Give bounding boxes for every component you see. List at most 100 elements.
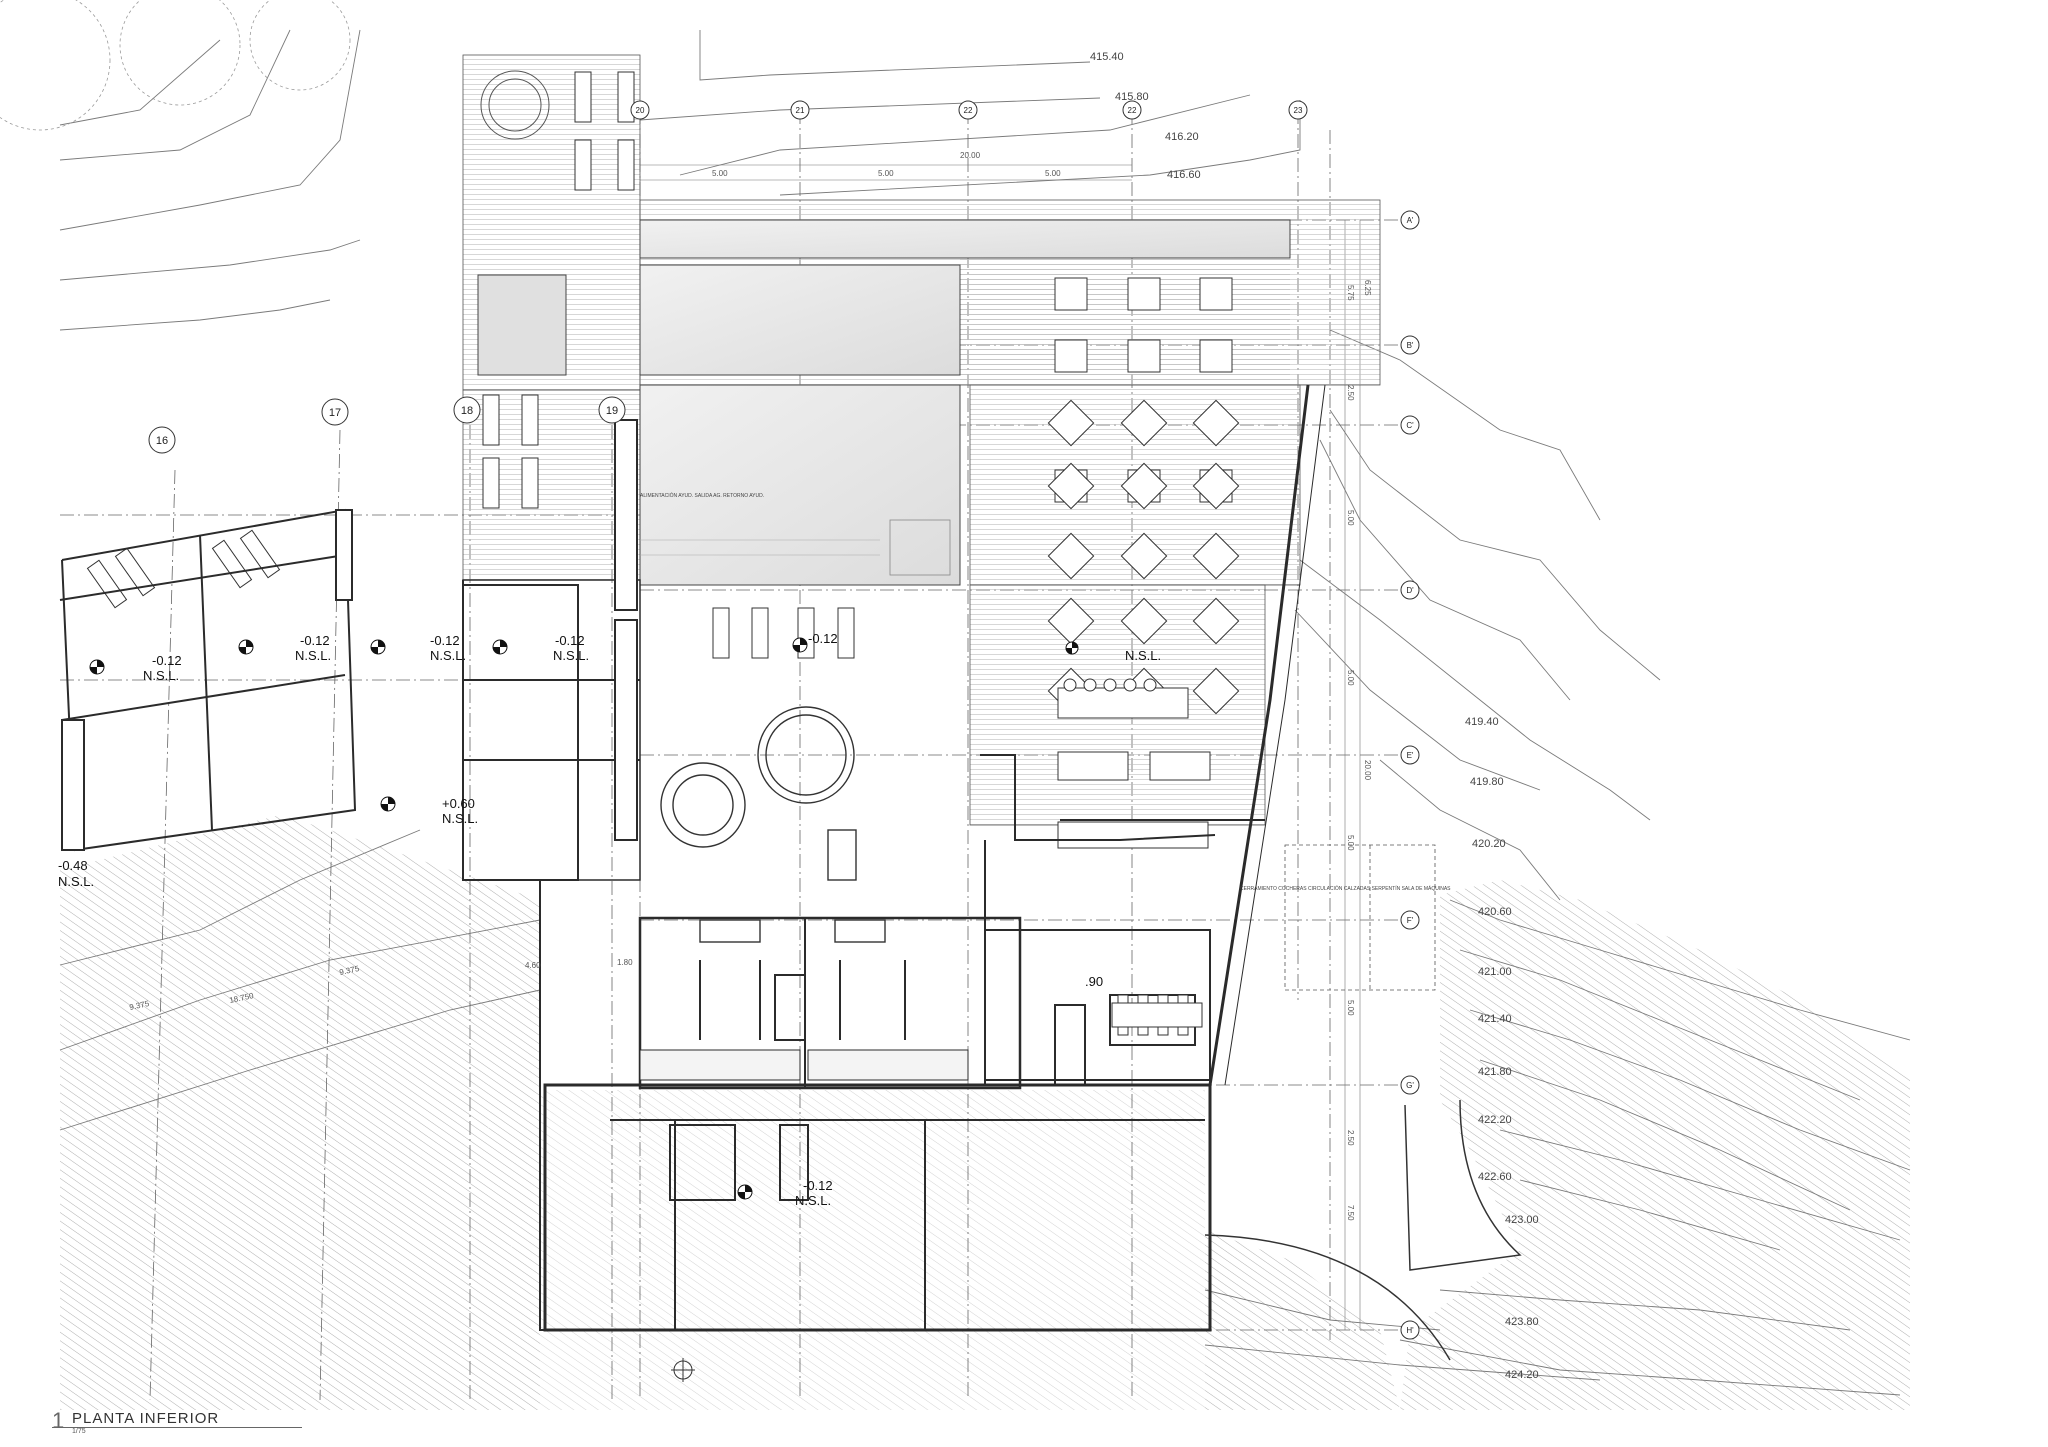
- svg-text:5.75: 5.75: [1346, 285, 1355, 301]
- contour-label: 423.80: [1505, 1316, 1539, 1328]
- grid-bubble: 22: [1122, 100, 1142, 120]
- contour-label: 420.60: [1478, 906, 1512, 918]
- svg-text:20.00: 20.00: [960, 151, 981, 160]
- contour-label: 422.60: [1478, 1171, 1512, 1183]
- svg-text:-0.12: -0.12: [808, 631, 838, 646]
- contour-label: 421.00: [1478, 966, 1512, 978]
- svg-text:17: 17: [329, 407, 341, 419]
- grid-bubble: H': [1400, 1320, 1420, 1340]
- svg-text:19: 19: [606, 405, 618, 417]
- level-marker: -0.12N.S.L.: [238, 633, 331, 663]
- contour-label: 424.20: [1505, 1369, 1539, 1381]
- svg-text:B': B': [1407, 341, 1414, 350]
- contour-label: 419.80: [1470, 776, 1504, 788]
- grid-bubble: 22: [958, 100, 978, 120]
- contour-label: 422.20: [1478, 1114, 1512, 1126]
- north-arrow-icon: [671, 1358, 695, 1382]
- contour-labels: 415.40 415.80 416.20 416.60 419.40 419.8…: [1090, 51, 1539, 1381]
- grid-bubble: 17: [321, 398, 349, 426]
- svg-text:-0.12: -0.12: [555, 633, 585, 648]
- level-marker: -0.12: [792, 631, 838, 653]
- contour-label: 416.20: [1165, 131, 1199, 143]
- svg-text:5.00: 5.00: [1346, 835, 1355, 851]
- tree-outlines: [0, 0, 351, 131]
- level-marker: -0.12N.S.L.: [737, 1178, 833, 1208]
- svg-text:N.S.L.: N.S.L.: [795, 1193, 831, 1208]
- svg-text:E': E': [1407, 751, 1414, 760]
- dimension-texts: 5.00 5.00 5.00 20.00 5.75 6.25 2.50 5.00…: [129, 151, 1372, 1221]
- svg-text:N.S.L.: N.S.L.: [442, 811, 478, 826]
- level-marker: -0.12N.S.L.: [492, 633, 589, 663]
- grid-bubbles-columns: 16 17 18 19 20 21 22 22 23: [148, 100, 1308, 454]
- svg-text:5.00: 5.00: [712, 169, 728, 178]
- svg-text:9.375: 9.375: [339, 964, 361, 977]
- svg-text:1.80: 1.80: [617, 958, 633, 967]
- parking-area: [1284, 844, 1436, 991]
- building-walls: [59, 384, 1326, 1332]
- svg-text:16: 16: [156, 435, 168, 447]
- swimming-pool: [477, 219, 1291, 586]
- svg-text:H': H': [1406, 1326, 1414, 1335]
- svg-text:D': D': [1406, 586, 1414, 595]
- contour-label: 421.80: [1478, 1066, 1512, 1078]
- level-marker: N.S.L.: [1065, 641, 1161, 663]
- drawing-scale: 1/75: [72, 1428, 86, 1435]
- contour-label: 421.40: [1478, 1013, 1512, 1025]
- grid-bubble: C': [1400, 415, 1420, 435]
- terrace-tables: [1047, 277, 1240, 849]
- svg-text:N.S.L.: N.S.L.: [1125, 648, 1161, 663]
- ramp-curve: [1204, 1099, 1522, 1361]
- grid-bubbles-rows: A' B' C' D' E' F' G' H': [1400, 210, 1420, 1340]
- grid-bubble: 18: [453, 396, 481, 424]
- contour-label: 415.80: [1115, 91, 1149, 103]
- svg-text:5.00: 5.00: [1346, 1000, 1355, 1016]
- level-marker: -0.48N.S.L.: [58, 858, 94, 889]
- svg-text:4.60: 4.60: [525, 961, 541, 970]
- spa-round-features: [660, 706, 886, 943]
- top-dimension-lines: [640, 164, 1361, 1330]
- sun-loungers: [86, 71, 855, 659]
- contour-label: 420.20: [1472, 838, 1506, 850]
- level-marker: +0.60N.S.L.: [380, 796, 478, 826]
- grid-bubble: G': [1400, 1075, 1420, 1095]
- svg-text:18: 18: [461, 405, 473, 417]
- grid-bubble: 19: [598, 396, 626, 424]
- svg-text:-0.12: -0.12: [803, 1178, 833, 1193]
- svg-text:21: 21: [796, 106, 805, 115]
- svg-text:2.50: 2.50: [1346, 1130, 1355, 1146]
- drawing-title: PLANTA INFERIOR: [52, 1410, 302, 1428]
- grid-bubble: 23: [1288, 100, 1308, 120]
- svg-text:5.00: 5.00: [878, 169, 894, 178]
- level-markers: -0.12N.S.L. -0.12N.S.L. -0.12N.S.L. -0.1…: [58, 631, 1161, 1208]
- svg-text:F': F': [1407, 916, 1414, 925]
- jacuzzi: [480, 70, 550, 140]
- svg-text:N.S.L.: N.S.L.: [553, 648, 589, 663]
- svg-text:6.25: 6.25: [1363, 280, 1372, 296]
- svg-text:A': A': [1407, 216, 1414, 225]
- svg-text:7.50: 7.50: [1346, 1205, 1355, 1221]
- grid-bubble: E': [1400, 745, 1420, 765]
- svg-text:5.00: 5.00: [1346, 510, 1355, 526]
- level-marker: .90: [1085, 974, 1103, 989]
- svg-text:ALIMENTACIÓN AYUD. SALIDA AG.: ALIMENTACIÓN AYUD. SALIDA AG. RETORNO AY…: [640, 492, 764, 499]
- contour-lines: [59, 29, 1911, 1396]
- svg-text:N.S.L.: N.S.L.: [295, 648, 331, 663]
- svg-text:20: 20: [636, 106, 645, 115]
- grid-bubble: B': [1400, 335, 1420, 355]
- contour-label: 415.40: [1090, 51, 1124, 63]
- grid-bubble: 21: [790, 100, 810, 120]
- svg-text:2.50: 2.50: [1346, 385, 1355, 401]
- grid-bubble: 20: [630, 100, 650, 120]
- level-marker: -0.12N.S.L.: [89, 653, 182, 683]
- grid-bubble: 16: [148, 426, 176, 454]
- svg-text:G': G': [1406, 1081, 1414, 1090]
- drawing-number: 1: [52, 1408, 65, 1433]
- annotation-notes: ALIMENTACIÓN AYUD. SALIDA AG. RETORNO AY…: [640, 492, 1451, 892]
- svg-text:-0.48: -0.48: [58, 858, 88, 873]
- svg-text:CERRAMIENTO COCHERAS CIRCULACI: CERRAMIENTO COCHERAS CIRCULACIÓN CALZADA…: [1240, 885, 1451, 892]
- level-marker: -0.12N.S.L.: [370, 633, 466, 663]
- svg-text:20.00: 20.00: [1363, 760, 1372, 781]
- svg-text:-0.12: -0.12: [430, 633, 460, 648]
- svg-text:9.375: 9.375: [129, 999, 151, 1012]
